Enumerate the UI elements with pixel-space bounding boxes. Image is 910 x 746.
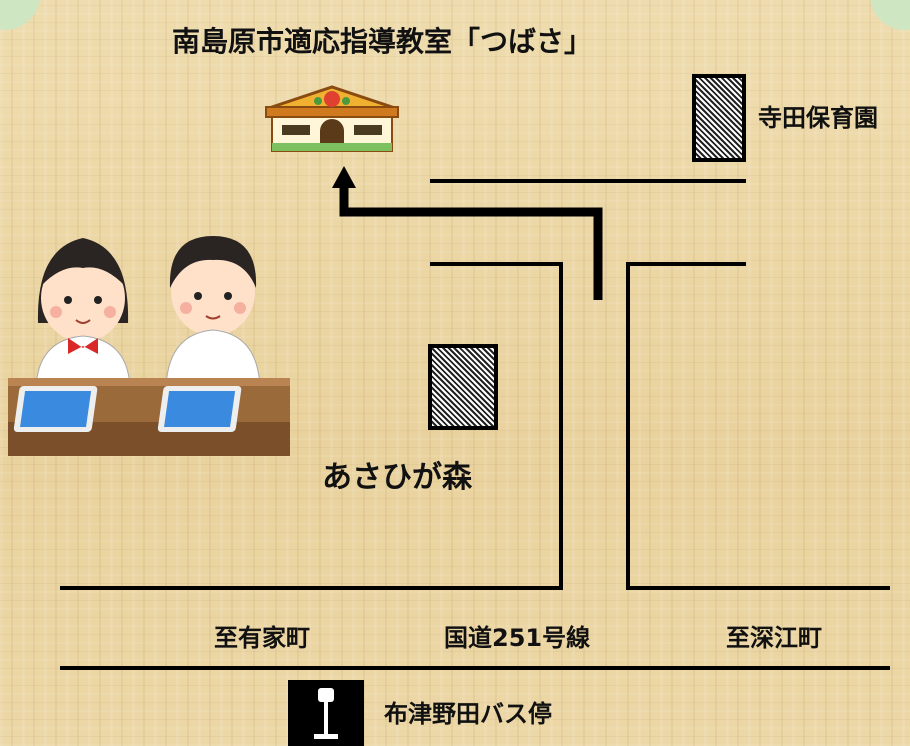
road-label-to-arie: 至有家町 bbox=[214, 624, 310, 652]
students-with-tablets-illustration bbox=[8, 236, 290, 456]
nursery-building bbox=[692, 74, 746, 162]
student-boy bbox=[165, 236, 261, 389]
map-title: 南島原市適応指導教室「つばさ」 bbox=[172, 25, 593, 58]
student-girl bbox=[35, 238, 131, 389]
forest-building bbox=[428, 344, 498, 430]
nursery-label: 寺田保育園 bbox=[758, 104, 878, 132]
bus-stop-label: 布津野田バス停 bbox=[384, 700, 552, 728]
forest-label: あさひが森 bbox=[322, 460, 472, 495]
school-building-icon bbox=[265, 85, 399, 152]
route-arrow bbox=[332, 166, 603, 300]
bus-stop-icon bbox=[288, 680, 364, 746]
road-left-branch-v bbox=[559, 262, 563, 590]
road-main-left bbox=[60, 586, 563, 590]
road-lower bbox=[60, 666, 890, 670]
road-label-to-fukae: 至深江町 bbox=[726, 624, 822, 652]
road-main-right bbox=[626, 586, 890, 590]
road-right-branch-v bbox=[626, 262, 630, 590]
road-top bbox=[430, 179, 746, 183]
road-right-branch-h bbox=[626, 262, 746, 266]
road-left-branch-h bbox=[430, 262, 562, 266]
road-label-route: 国道251号線 bbox=[444, 624, 591, 652]
